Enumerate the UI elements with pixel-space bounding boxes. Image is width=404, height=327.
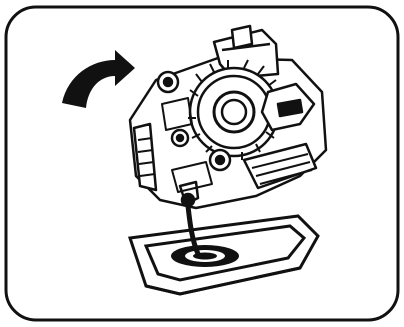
instruction-illustration [0, 0, 404, 327]
illustration-svg [0, 0, 404, 327]
